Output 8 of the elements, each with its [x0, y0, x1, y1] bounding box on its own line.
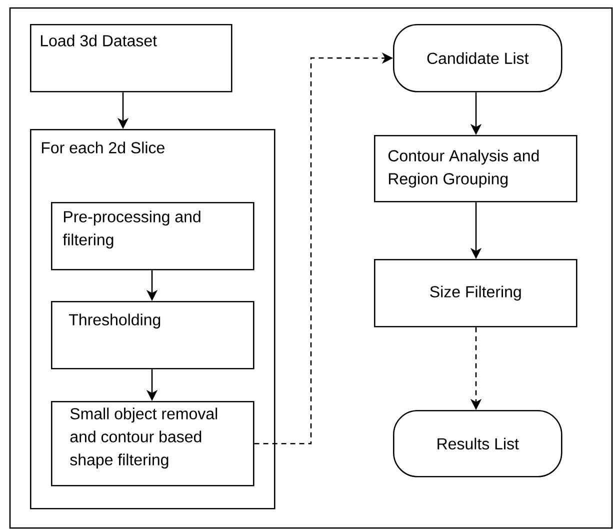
- process-box: Small object removal and contour based shape filtering: [51, 401, 254, 486]
- process-box: Load 3d Dataset: [30, 24, 232, 92]
- process-box: Contour Analysis and Region Grouping: [374, 135, 578, 202]
- terminal-box: Results List: [393, 410, 562, 478]
- terminal-box: Candidate List: [393, 24, 562, 92]
- process-box: Pre-processing and filtering: [51, 202, 254, 270]
- process-box: Thresholding: [51, 301, 254, 370]
- process-box: Size Filtering: [374, 259, 578, 328]
